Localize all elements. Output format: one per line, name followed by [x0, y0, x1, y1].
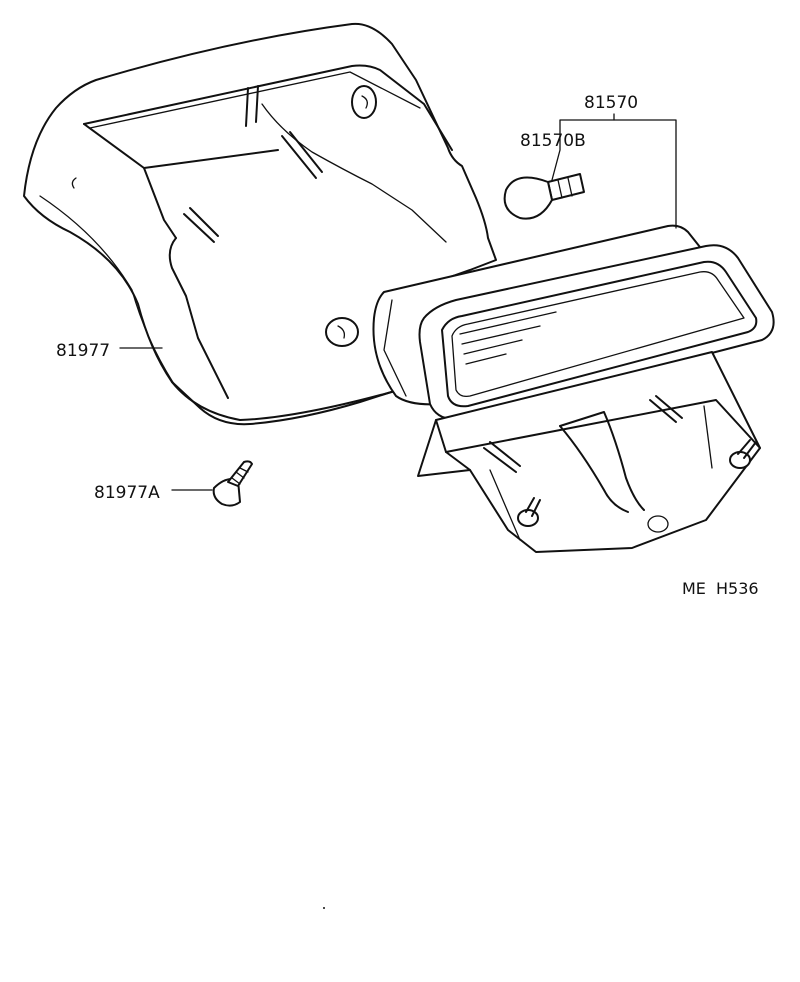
- label-81570B: 81570B: [520, 131, 586, 151]
- mounting-stud-right: [729, 439, 757, 469]
- label-81977: 81977: [56, 341, 110, 361]
- stray-dot: [323, 907, 325, 909]
- leader-lines: [119, 113, 677, 491]
- label-81570: 81570: [584, 93, 638, 113]
- clip: [212, 460, 253, 507]
- bulb: [503, 173, 585, 220]
- mounting-stud-left: [517, 497, 541, 527]
- diagram-code-prefix: ME: [682, 579, 706, 598]
- diagram-code-number: H536: [716, 579, 759, 598]
- label-81977A: 81977A: [94, 483, 160, 503]
- lamp-housing: [372, 224, 775, 553]
